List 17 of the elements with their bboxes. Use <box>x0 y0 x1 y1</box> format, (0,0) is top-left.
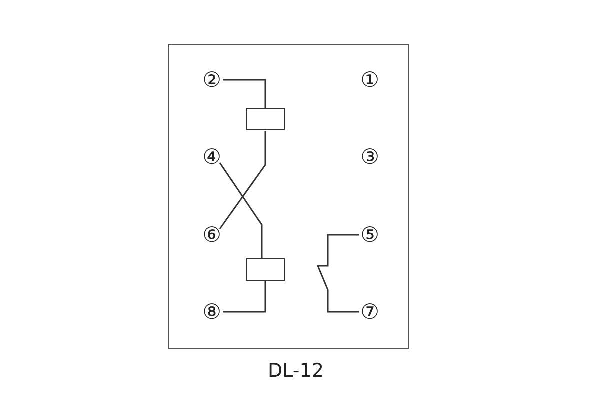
relay-coil <box>246 108 285 130</box>
wire <box>223 281 266 313</box>
terminal-number: ⑧ <box>201 301 223 323</box>
terminal-number: ② <box>201 69 223 91</box>
wire <box>219 131 266 230</box>
terminal-number: ③ <box>359 146 381 168</box>
terminal-number: ⑦ <box>359 301 381 323</box>
terminal-number: ⑤ <box>359 224 381 246</box>
contact-wire <box>316 234 359 313</box>
relay-coil <box>246 258 285 281</box>
relay-housing-frame <box>168 44 409 349</box>
terminal-number: ④ <box>201 146 223 168</box>
terminal-number: ① <box>359 69 381 91</box>
model-caption: DL-12 <box>267 360 325 382</box>
wire <box>219 162 263 258</box>
wire <box>223 79 266 108</box>
terminal-number: ⑥ <box>201 224 223 246</box>
